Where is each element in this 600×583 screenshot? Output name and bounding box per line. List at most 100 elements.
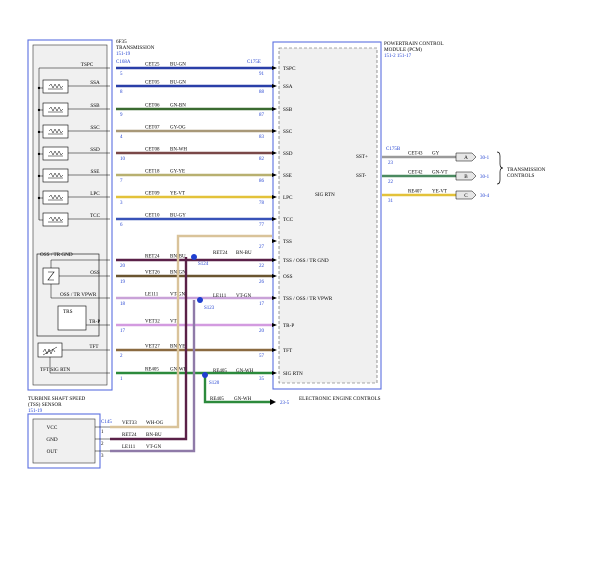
tss-gnd-circuit: RET24 (122, 433, 137, 438)
wire-circuit-label: CET07 (145, 126, 160, 131)
right-pin: 17 (259, 302, 265, 307)
pin-arrow (272, 66, 277, 70)
oss-sensor-icon (42, 267, 60, 285)
right-pin: 22 (259, 264, 265, 269)
solenoid-ssa (42, 79, 69, 94)
pin-arrow (272, 258, 277, 262)
right-pin: 91 (259, 72, 265, 77)
wire-circuit-label: CET42 (408, 171, 423, 176)
wire-color-label: BN-WH (170, 148, 187, 153)
left-pin: 19 (120, 280, 126, 285)
pin-arrow (272, 84, 277, 88)
tss-sensor: TURBINE SHAFT SPEED (TSS) SENSOR 151-19 … (27, 396, 164, 469)
right-pin: 78 (259, 201, 265, 206)
wire-circuit-label: RE407 (408, 190, 422, 195)
transmission-connector: C168A (116, 60, 131, 65)
solenoid-tcc (42, 212, 69, 227)
wire-circuit-label: CET25 (145, 63, 160, 68)
wire-circuit-label: CET18 (145, 170, 160, 175)
right-pin: 83 (259, 135, 265, 140)
tss-pin-3: 3 (101, 454, 104, 459)
tss-gnd: GND (46, 437, 57, 443)
pin-arrow (272, 348, 277, 352)
pin-arrow (272, 239, 277, 243)
solenoid-lpc (42, 190, 69, 205)
wire-color-label: GN-BN (170, 104, 186, 109)
pcm-pin-label: SSD (283, 151, 293, 157)
pcm-pin-label: TCC (283, 217, 294, 223)
right-pin: 26 (259, 280, 265, 285)
transmission-controls-label: TRANSMISSION (507, 167, 546, 173)
wire-color-label: BU-GN (170, 81, 186, 86)
pcm-module: POWERTRAIN CONTROL MODULE (PCM) 151-2 15… (247, 41, 444, 390)
left-pin: 6 (120, 223, 123, 228)
wire-circuit-label: CET10 (145, 214, 160, 219)
right-pin: 35 (259, 377, 265, 382)
label-trs: TRS (63, 309, 73, 315)
pcm-connector-b: C175B (386, 147, 401, 152)
label-ssd: SSD (90, 147, 100, 153)
label-lpc: LPC (90, 191, 100, 197)
wire-color-label: GN-VT (432, 171, 448, 176)
transmission-ref: 151-19 (116, 52, 131, 57)
tss-vcc: VCC (47, 425, 58, 431)
connector-letter: B (464, 174, 468, 180)
splice-s120-wire: RE405 (213, 369, 227, 374)
right-pin: 82 (259, 157, 265, 162)
wire-color-label: GY-OG (170, 126, 186, 131)
pcm-b-pin: 31 (388, 199, 394, 204)
pcm-pin-label: TFT (283, 348, 293, 354)
page-ref: 30-4 (480, 194, 490, 199)
tss-wires (110, 234, 272, 453)
right-pin: 20 (259, 329, 265, 334)
wire-color-label: GY (432, 152, 440, 157)
pcm-sig-rtn-center: SIG RTN (315, 192, 335, 198)
tss-vcc-circuit: VET33 (122, 421, 137, 426)
pcm-pin-label: SSE (283, 173, 292, 179)
eec-circuit: RE405 (210, 397, 224, 402)
wire-color-label: YE-VT (170, 192, 185, 197)
splice-s123-label: S123 (204, 306, 215, 311)
label-tft: TFT (89, 344, 99, 350)
pcm-pin-label: TR-P (283, 323, 294, 329)
wire-circuit-label: CET09 (145, 192, 160, 197)
label-ssc: SSC (90, 125, 100, 131)
pcm-pin-label: TSS / OSS / TR VPWR (283, 296, 333, 302)
label-ssa: SSA (90, 80, 100, 86)
pcm-b-pin: 23 (388, 161, 394, 166)
eec-label: ELECTRONIC ENGINE CONTROLS (299, 396, 381, 402)
pcm-pin-label: TSPC (283, 66, 296, 72)
right-pin: 88 (259, 90, 265, 95)
page-ref: 30-1 (480, 156, 490, 161)
tss-pin-1: 1 (101, 430, 104, 435)
pcm-b-pin: 22 (388, 180, 394, 185)
tss-out: OUT (47, 449, 58, 455)
wire-circuit-label: VET26 (145, 271, 160, 276)
tss-out-color: VT-GN (146, 445, 161, 450)
pcm-pin-label: LPC (283, 195, 293, 201)
tss-vcc-color: WH-OG (146, 421, 164, 426)
wire-circuit-label: RE405 (145, 368, 159, 373)
tss-pin-2: 2 (101, 442, 104, 447)
splice-s120 (202, 372, 208, 378)
wire-color-label: BU-GY (170, 214, 186, 219)
wire-circuit-label: CET43 (408, 152, 423, 157)
pin-arrow (272, 217, 277, 221)
label-sse: SSE (91, 169, 100, 175)
pcm-title: POWERTRAIN CONTROL (384, 41, 444, 47)
splice-s124-label: S124 (198, 262, 209, 267)
splice-s123-color: VT-GN (236, 294, 251, 299)
pcm-connector: C175E (247, 60, 261, 65)
page-ref: 30-1 (480, 175, 490, 180)
tss-ref: 151-19 (28, 409, 43, 414)
tss-title: TURBINE SHAFT SPEED (28, 396, 86, 402)
eec-page: 23-5 (280, 401, 290, 406)
connector-tag (455, 171, 477, 181)
transmission-controls-group: TRANSMISSION CONTROLS (496, 151, 546, 185)
wire-circuit-label: CET05 (145, 81, 160, 86)
left-pin: 7 (120, 179, 123, 184)
tss-title-2: (TSS) SENSOR (28, 401, 62, 408)
splice-s123-wire: LE111 (213, 294, 227, 299)
